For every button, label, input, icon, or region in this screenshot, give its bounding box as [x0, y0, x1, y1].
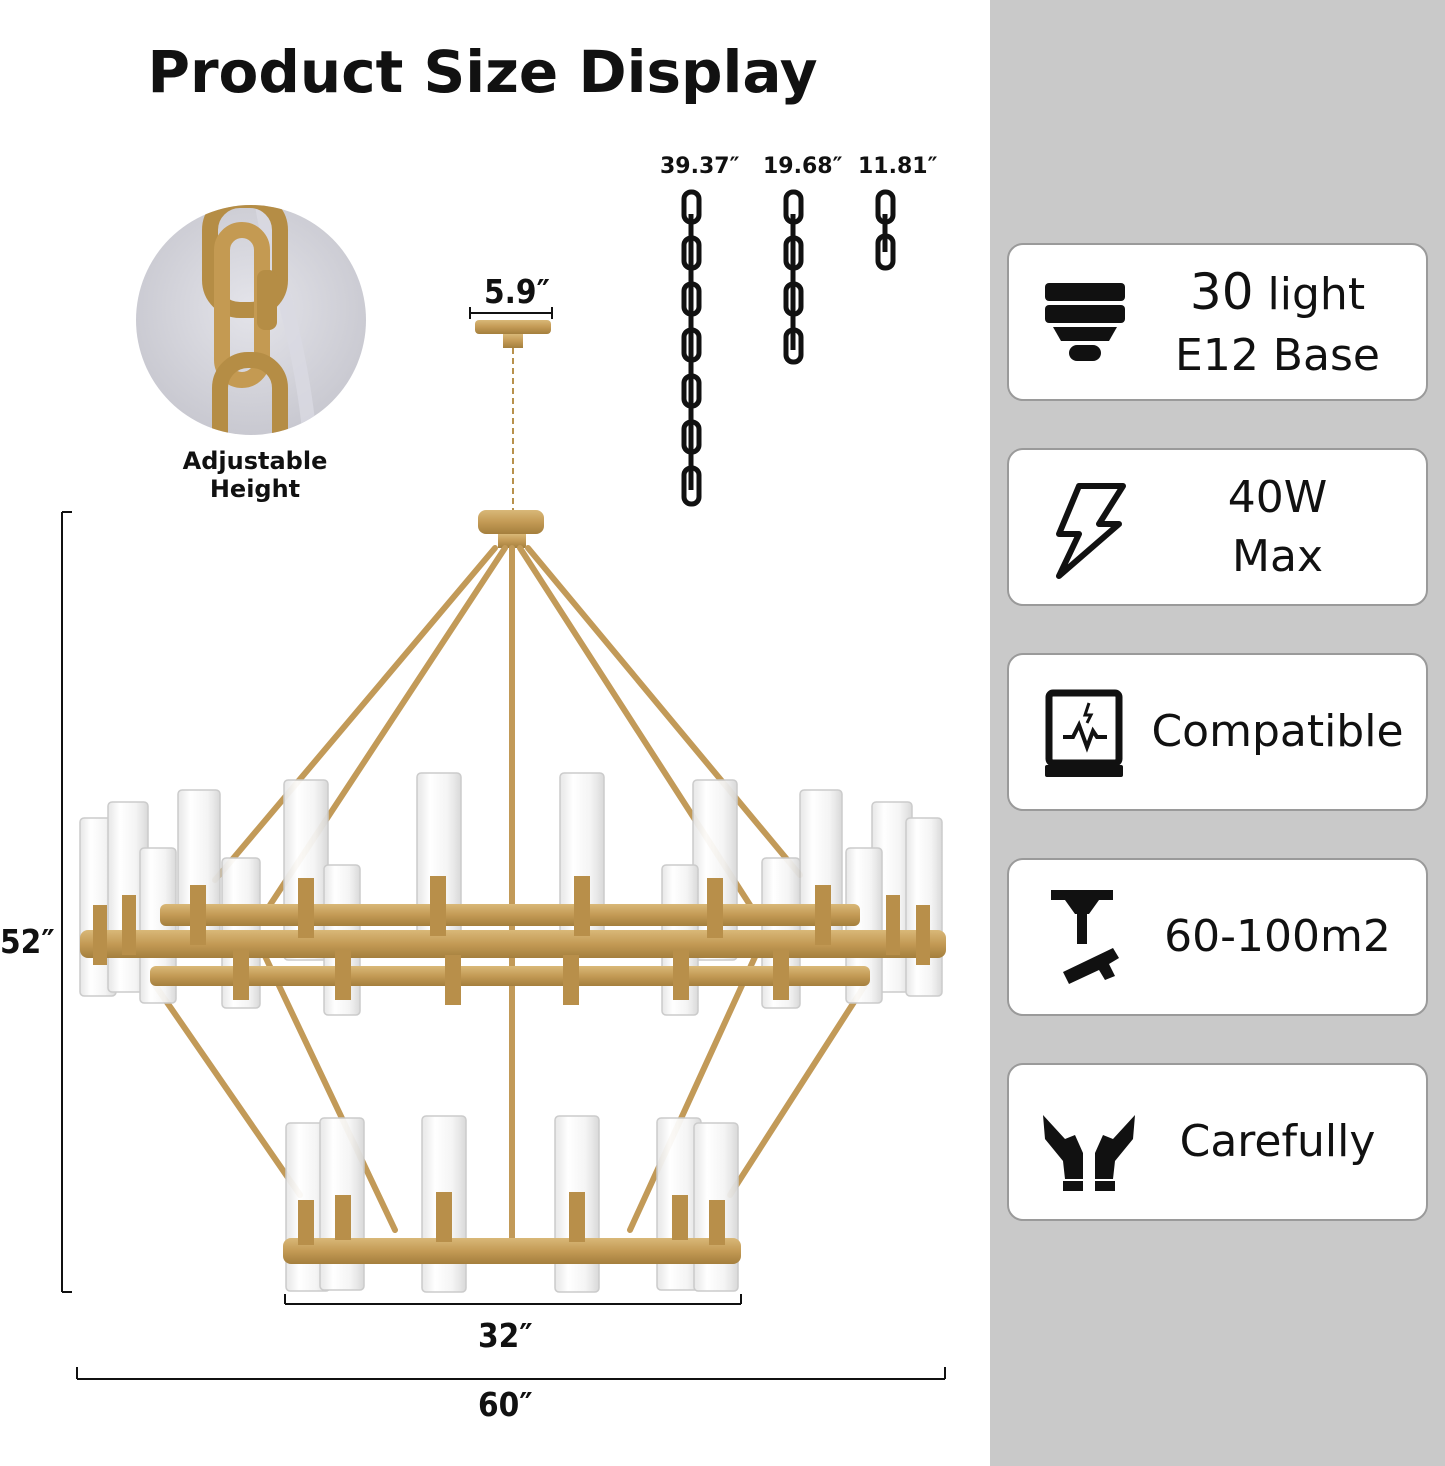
light-count: 30 — [1189, 262, 1254, 321]
chain-19-icon — [783, 189, 804, 365]
feature-card-area: 60-100m2 — [1007, 858, 1428, 1016]
bottom-ring-width-label: 32″ — [478, 1316, 533, 1355]
chain-closeup-image — [136, 205, 366, 435]
canopy-dimension-line — [469, 307, 553, 319]
height-label: 52″ — [0, 922, 55, 961]
feature-card-dimmer: Compatible — [1007, 653, 1428, 811]
hands-icon — [1043, 1115, 1135, 1191]
feature-card-care: Carefully — [1007, 1063, 1428, 1221]
dimmer-icon — [1045, 689, 1123, 777]
area-label: 60-100m2 — [1164, 911, 1391, 963]
chain-length-label: 11.81″ — [858, 154, 938, 179]
page-title: Product Size Display — [147, 38, 818, 106]
overall-width-label: 60″ — [478, 1385, 533, 1424]
overall-width-dimension-line — [76, 1367, 946, 1380]
dimmer-label: Compatible — [1151, 706, 1404, 758]
chain-11-icon — [875, 189, 896, 271]
lightning-icon — [1056, 483, 1126, 579]
chandelier-illustration — [61, 189, 946, 1380]
care-label: Carefully — [1179, 1116, 1376, 1168]
bottom-ring-dimension-line — [284, 1294, 742, 1305]
chain-length-label: 39.37″ — [660, 154, 740, 179]
height-dimension-line — [61, 511, 72, 1293]
wattage-max: Max — [1232, 531, 1323, 582]
feature-card-light: 30 light E12 Base — [1007, 243, 1428, 401]
chain-39-icon — [681, 189, 702, 507]
chandelier — [79, 320, 946, 1293]
canopy-width-label: 5.9″ — [484, 272, 550, 311]
light-word: light — [1267, 268, 1366, 320]
bulb-icon — [1045, 283, 1125, 361]
adjustable-height-label: Adjustable Height — [182, 447, 328, 503]
wattage-value: 40W — [1227, 471, 1328, 523]
chain-length-label: 19.68″ — [763, 154, 843, 179]
base-label: E12 Base — [1175, 330, 1380, 382]
ceiling-light-icon — [1051, 890, 1119, 984]
feature-card-wattage: 40W Max — [1007, 448, 1428, 606]
